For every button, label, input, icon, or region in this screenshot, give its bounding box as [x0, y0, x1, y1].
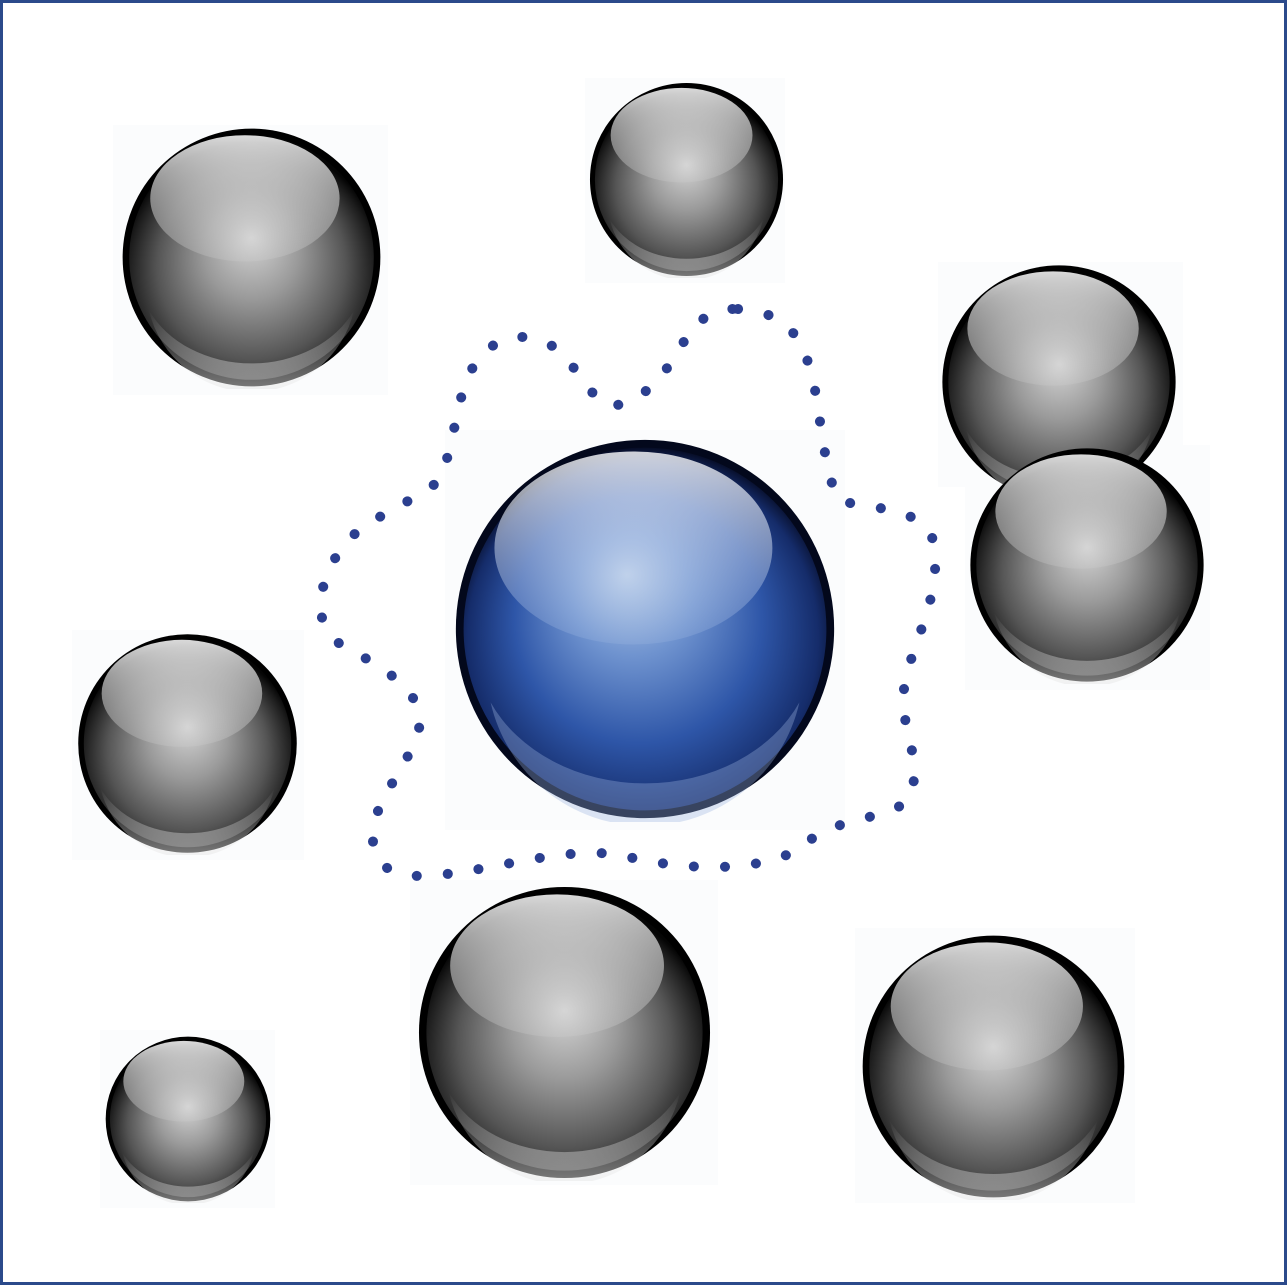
center-blue-sphere-icon	[456, 440, 834, 826]
gray-sphere-icon	[123, 129, 381, 392]
gray-sphere-icon	[970, 448, 1203, 686]
gray-sphere-icon	[78, 634, 297, 857]
gray-sphere-icon	[106, 1037, 271, 1205]
gray-sphere-icon	[419, 887, 710, 1184]
gray-sphere-icon	[590, 83, 783, 280]
gray-sphere-icon	[863, 936, 1125, 1203]
